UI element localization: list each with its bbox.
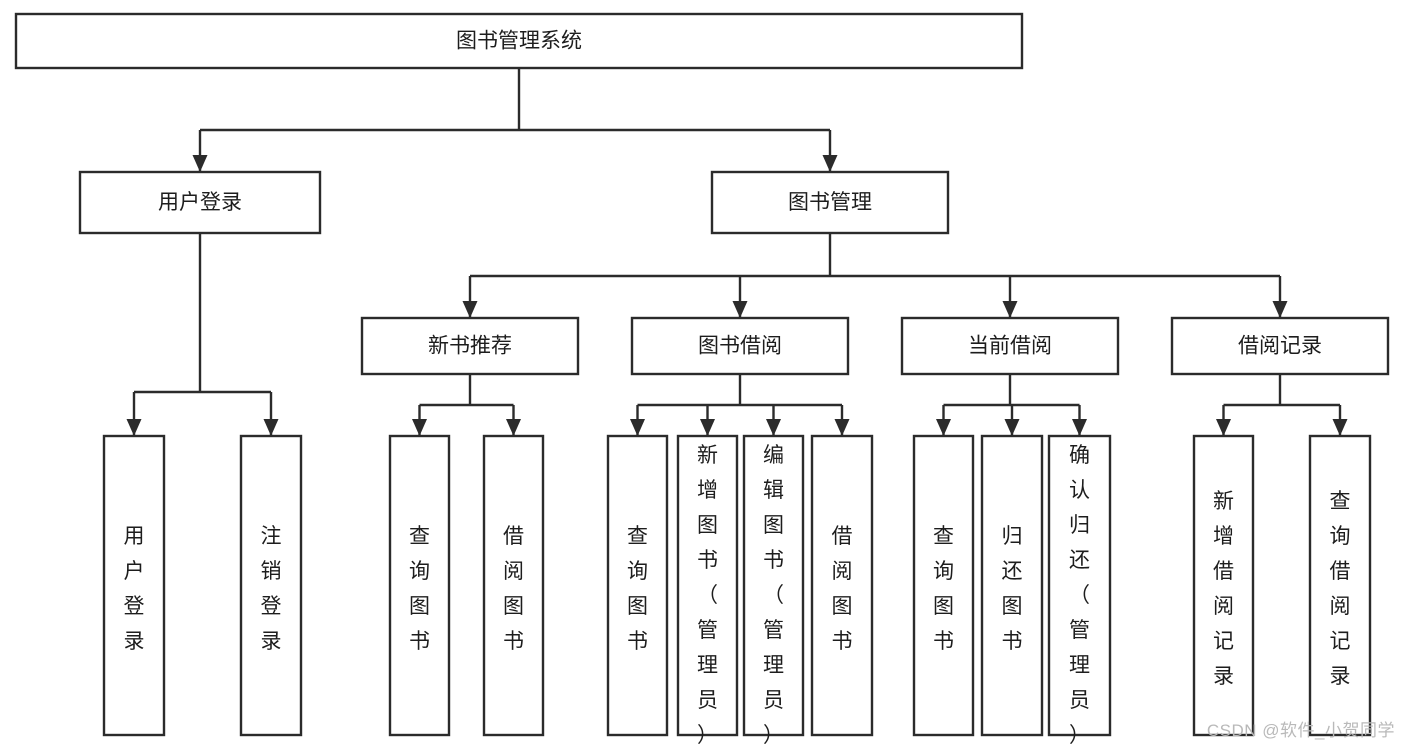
arrow-head-icon [1002,301,1018,318]
node-label-leaf-borrow-book-2: 借阅图书 [832,525,853,653]
node-box-leaf-borrow-book-2 [810,434,874,737]
node-box-leaf-edit-book [742,434,805,737]
node-label-borrow-record: 借阅记录 [1238,335,1322,358]
node-leaf-add-book[interactable]: 新增图书（管理员） [676,434,739,747]
node-leaf-query-book-1[interactable]: 查询图书 [388,434,451,737]
node-box-leaf-query-book-2 [606,434,669,737]
node-current-borrow[interactable]: 当前借阅 [900,316,1120,376]
node-layer: 图书管理系统用户登录图书管理新书推荐图书借阅当前借阅借阅记录用户登录注销登录查询… [14,12,1390,747]
arrow-head-icon [506,419,521,436]
node-label-leaf-user-logout: 注销登录 [261,525,282,653]
arrow-head-icon [126,419,142,436]
node-leaf-borrow-book-1[interactable]: 借阅图书 [482,434,545,737]
node-leaf-add-borrow-record[interactable]: 新增借阅记录 [1192,434,1255,737]
node-user-login[interactable]: 用户登录 [78,170,322,235]
edge-record-to-leaves [1216,374,1348,436]
node-box-leaf-query-borrow-record [1308,434,1372,737]
node-leaf-query-book-3[interactable]: 查询图书 [912,434,975,737]
node-label-leaf-query-book-1: 查询图书 [409,525,430,653]
node-box-root [14,12,1024,70]
node-box-leaf-confirm-return [1047,434,1112,737]
node-leaf-query-borrow-record[interactable]: 查询借阅记录 [1308,434,1372,737]
node-box-leaf-add-book [676,434,739,737]
node-label-book-borrow: 图书借阅 [698,335,782,358]
edge-recommend-to-leaves [412,374,521,436]
edge-current-to-leaves [936,374,1087,436]
csdn-watermark: CSDN @软件_小贺同学 [1206,721,1395,740]
arrow-head-icon [1272,301,1288,318]
node-label-leaf-user-login: 用户登录 [124,525,145,653]
node-label-current-borrow: 当前借阅 [968,335,1052,358]
node-box-user-login [78,170,322,235]
node-box-borrow-record [1170,316,1390,376]
node-new-book-recommend[interactable]: 新书推荐 [360,316,580,376]
edge-userlogin-to-leaves [126,233,279,436]
node-box-new-book-recommend [360,316,580,376]
node-box-current-borrow [900,316,1120,376]
node-book-borrow[interactable]: 图书借阅 [630,316,850,376]
node-root[interactable]: 图书管理系统 [14,12,1024,70]
node-label-leaf-query-book-3: 查询图书 [933,525,954,653]
arrow-head-icon [630,419,645,436]
arrow-head-icon [1004,419,1020,436]
arrow-head-icon [263,419,279,436]
arrow-head-icon [412,419,427,436]
node-leaf-query-book-2[interactable]: 查询图书 [606,434,669,737]
node-label-user-login: 用户登录 [158,191,242,214]
node-leaf-user-logout[interactable]: 注销登录 [239,434,303,737]
node-box-leaf-user-login [102,434,166,737]
edge-borrow-to-leaves [630,374,850,436]
node-box-leaf-borrow-book-1 [482,434,545,737]
node-borrow-record[interactable]: 借阅记录 [1170,316,1390,376]
node-label-leaf-add-book: 新增图书（管理员） [697,444,718,747]
node-leaf-borrow-book-2[interactable]: 借阅图书 [810,434,874,737]
node-box-book-manage [710,170,950,235]
arrow-head-icon [1332,419,1348,436]
arrow-head-icon [732,301,748,318]
arrow-head-icon [766,419,781,436]
node-box-leaf-user-logout [239,434,303,737]
node-leaf-user-login[interactable]: 用户登录 [102,434,166,737]
connector-layer [126,68,1348,436]
node-box-leaf-query-book-1 [388,434,451,737]
arrow-head-icon [822,155,838,172]
node-label-leaf-query-borrow-record: 查询借阅记录 [1330,490,1351,688]
node-label-leaf-borrow-book-1: 借阅图书 [503,525,524,653]
arrow-head-icon [192,155,208,172]
node-leaf-return-book[interactable]: 归还图书 [980,434,1044,737]
node-box-book-borrow [630,316,850,376]
arrow-head-icon [936,419,951,436]
arrow-head-icon [462,301,478,318]
node-box-leaf-query-book-3 [912,434,975,737]
node-box-leaf-return-book [980,434,1044,737]
arrow-head-icon [834,419,850,436]
arrow-head-icon [1072,419,1087,436]
node-label-leaf-add-borrow-record: 新增借阅记录 [1213,490,1234,688]
node-book-manage[interactable]: 图书管理 [710,170,950,235]
arrow-head-icon [700,419,715,436]
node-label-leaf-confirm-return: 确认归还（管理员） [1069,444,1090,747]
node-label-new-book-recommend: 新书推荐 [428,335,512,358]
node-label-root: 图书管理系统 [456,30,582,53]
arrow-head-icon [1216,419,1231,436]
node-leaf-confirm-return[interactable]: 确认归还（管理员） [1047,434,1112,747]
edge-bookmanage-to-level3 [462,233,1288,318]
node-box-leaf-add-borrow-record [1192,434,1255,737]
node-label-leaf-edit-book: 编辑图书（管理员） [763,444,784,747]
node-label-book-manage: 图书管理 [788,191,872,214]
edge-root-to-level2 [192,68,838,172]
node-label-leaf-return-book: 归还图书 [1002,525,1023,653]
node-leaf-edit-book[interactable]: 编辑图书（管理员） [742,434,805,747]
node-label-leaf-query-book-2: 查询图书 [627,525,648,653]
